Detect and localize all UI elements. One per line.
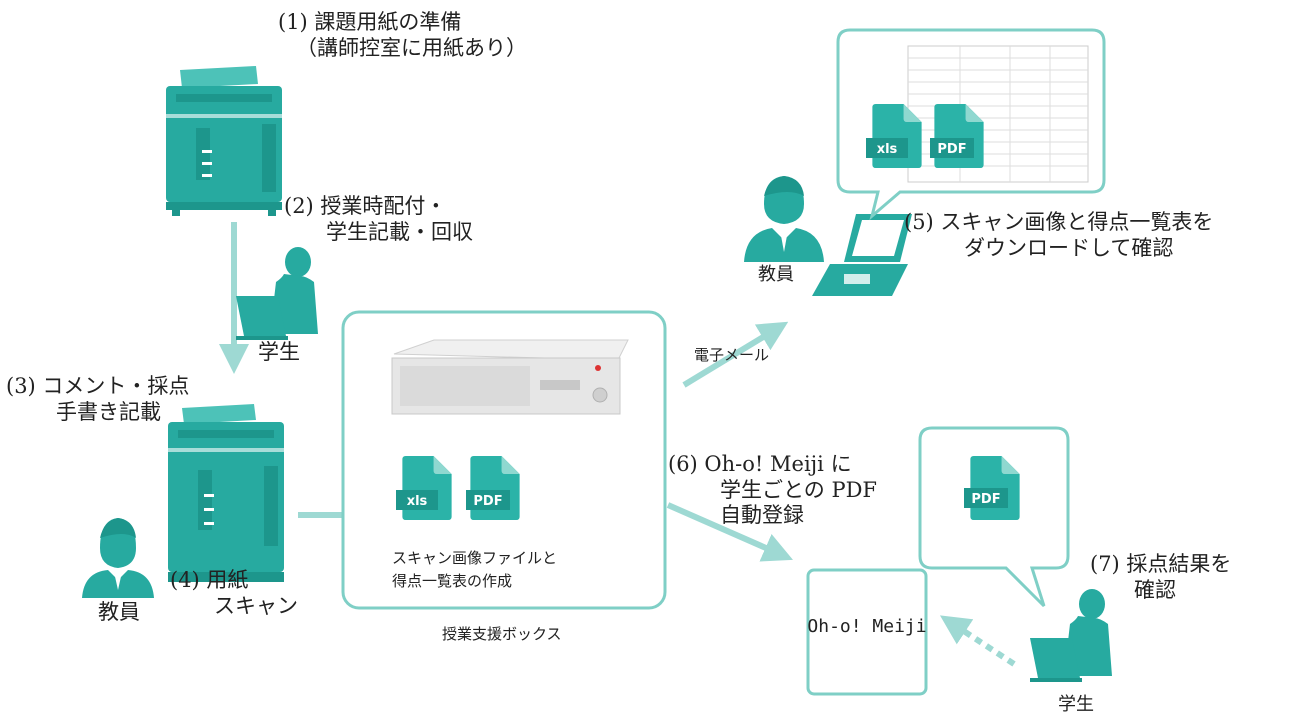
- svg-text:PDF: PDF: [971, 492, 1000, 507]
- student-bottom-label: 学生: [1058, 694, 1094, 715]
- pdf-file-icon-result: PDF: [964, 456, 1020, 520]
- student-at-laptop-icon-bottom: [1030, 589, 1112, 682]
- step7-line1: (7) 採点結果を: [1090, 552, 1232, 576]
- box-caption: スキャン画像ファイルと 得点一覧表の作成: [392, 547, 557, 594]
- svg-text:PDF: PDF: [937, 142, 966, 157]
- step7-line2: 確認: [1134, 577, 1176, 602]
- step4-label: (4) 用紙 スキャン: [170, 568, 298, 619]
- svg-text:PDF: PDF: [473, 494, 502, 509]
- step2-line2: 学生記載・回収: [326, 219, 473, 244]
- pdf-file-icon-bubble: PDF: [930, 104, 984, 168]
- step1-label: (1) 課題用紙の準備 （講師控室に用紙あり）: [278, 10, 527, 61]
- box-caption-line2: 得点一覧表の作成: [392, 572, 513, 591]
- step3-line1: (3) コメント・採点: [6, 374, 190, 398]
- student-top-label: 学生: [258, 340, 300, 364]
- portal-label: Oh-o! Meiji: [807, 616, 927, 637]
- step3-label: (3) コメント・採点 手書き記載: [6, 374, 189, 425]
- step2-label: (2) 授業時配付・ 学生記載・回収: [284, 194, 473, 245]
- step1-line1: (1) 課題用紙の準備: [278, 10, 462, 34]
- step3-line2: 手書き記載: [56, 399, 161, 424]
- step6-line1: (6) Oh-o! Meiji に: [668, 452, 852, 476]
- step4-line2: スキャン: [214, 593, 298, 618]
- student-at-laptop-icon: [236, 247, 318, 340]
- step5-line2: ダウンロードして確認: [964, 235, 1174, 260]
- portal-frame: [806, 568, 928, 696]
- laptop-icon: [812, 214, 912, 296]
- teacher-icon-left: [82, 518, 154, 598]
- step2-line1: (2) 授業時配付・: [284, 194, 447, 218]
- arrow-box-to-portal: [666, 502, 793, 562]
- box-name-label: 授業支援ボックス: [442, 625, 562, 643]
- svg-text:xls: xls: [407, 494, 428, 509]
- box-caption-line1: スキャン画像ファイルと: [392, 549, 558, 567]
- printer-icon: [166, 66, 282, 216]
- step6-line2: 学生ごとの PDF: [720, 477, 878, 502]
- scanner-printer-icon: [168, 404, 284, 582]
- server-appliance-icon: [391, 339, 629, 415]
- step6-label: (6) Oh-o! Meiji に 学生ごとの PDF 自動登録: [668, 452, 877, 529]
- teacher-left-label: 教員: [98, 600, 140, 624]
- xls-file-icon-bubble: xls: [866, 104, 922, 168]
- step5-line1: (5) スキャン画像と得点一覧表を: [904, 210, 1214, 234]
- arrow-student-to-portal: [939, 615, 1016, 667]
- teacher-icon-right: [744, 176, 824, 262]
- arrow-box-to-email: [682, 321, 789, 388]
- svg-text:xls: xls: [877, 142, 898, 157]
- step1-line2: （講師控室に用紙あり）: [296, 35, 527, 60]
- xls-file-icon-box: xls: [396, 456, 452, 520]
- step4-line1: (4) 用紙: [170, 568, 249, 592]
- step6-line3: 自動登録: [720, 503, 804, 528]
- step7-label: (7) 採点結果を 確認: [1090, 552, 1231, 603]
- pdf-file-icon-box: PDF: [466, 456, 520, 520]
- step5-label: (5) スキャン画像と得点一覧表を ダウンロードして確認: [904, 210, 1213, 261]
- teacher-right-label: 教員: [758, 264, 794, 285]
- email-label: 電子メール: [694, 346, 770, 364]
